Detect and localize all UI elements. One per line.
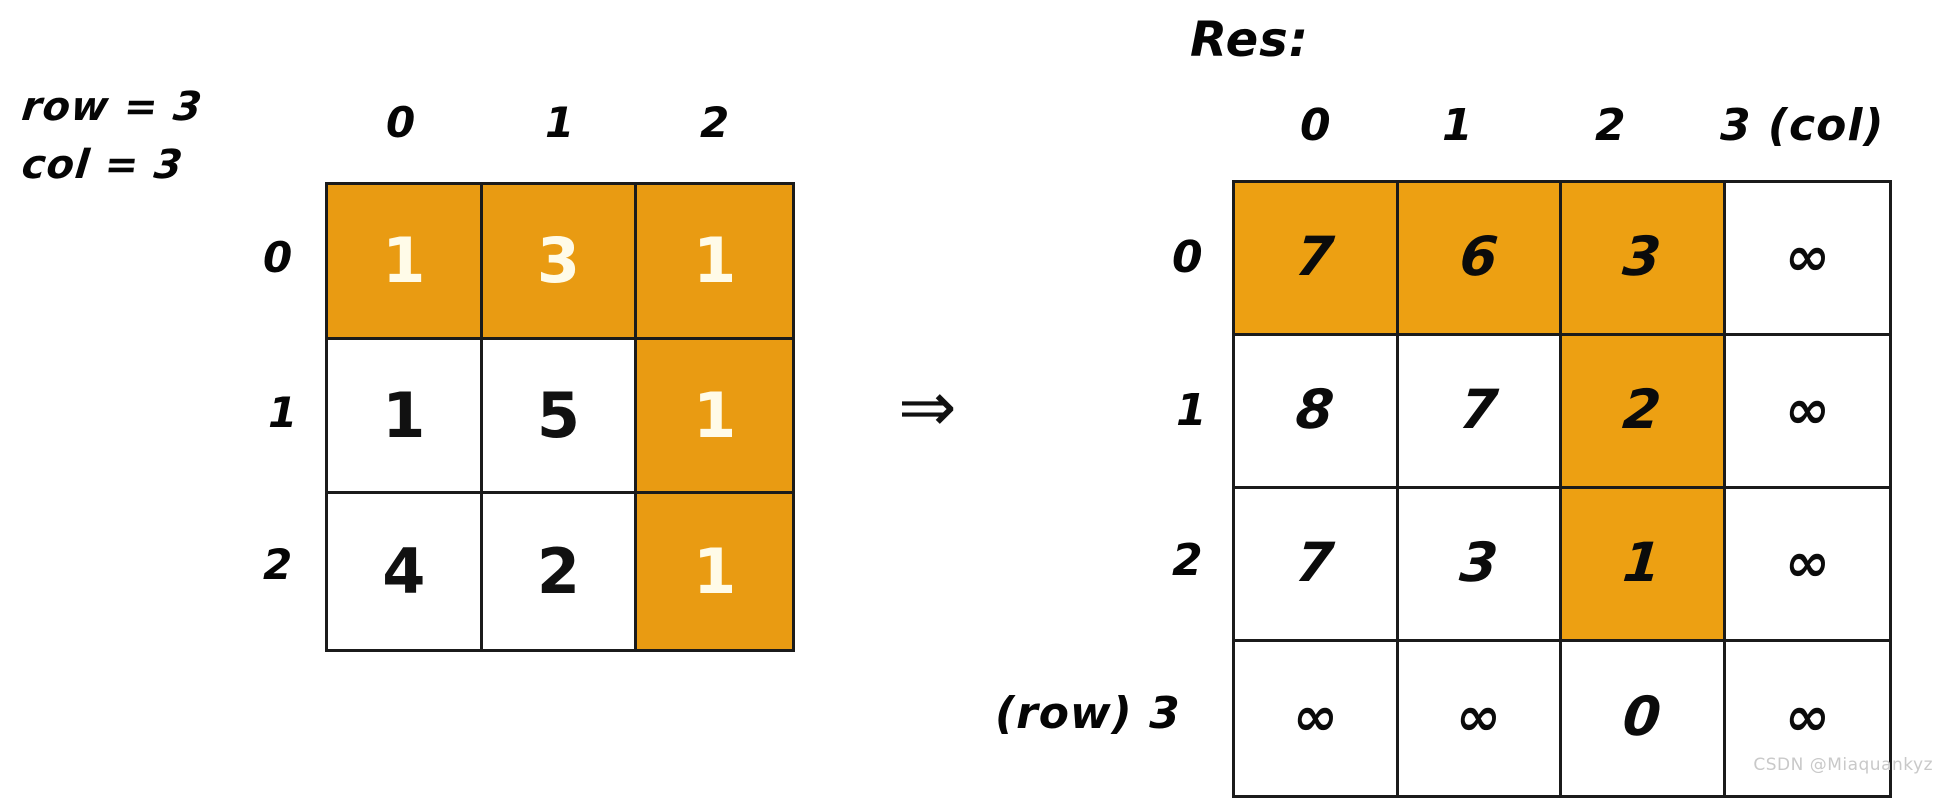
right-cell-r2-c0: 7 (1235, 489, 1399, 642)
left-cell-r1-c0: 1 (328, 339, 483, 495)
left-cell-r0-c2: 1 (637, 185, 792, 340)
row-param-text: row = 3 (19, 84, 205, 130)
cell-value: 1 (1620, 530, 1664, 594)
cell-value: 1 (382, 224, 426, 298)
right-cell-r0-c3: ∞ (1725, 183, 1889, 336)
right-cell-r2-c3: ∞ (1725, 489, 1889, 642)
right-col-header-1: 1 (1442, 100, 1474, 151)
right-row-header-3: (row) 3 (995, 688, 1181, 739)
left-cell-r1-c1: 5 (482, 339, 638, 495)
cell-value: 2 (536, 535, 581, 609)
right-cell-r0-c0: 7 (1235, 183, 1399, 336)
cell-value: 7 (1293, 224, 1337, 288)
cell-value: 2 (1620, 377, 1664, 441)
cell-value: 7 (1457, 377, 1501, 441)
right-row-header-1: 1 (1176, 385, 1208, 436)
cell-value: 8 (1293, 377, 1337, 441)
right-cell-r3-c3: ∞ (1725, 642, 1889, 795)
right-cell-r3-c1: ∞ (1398, 642, 1562, 795)
right-cell-r3-c2: 0 (1562, 642, 1726, 795)
cell-value: 4 (382, 535, 426, 609)
cell-value: ∞ (1782, 377, 1833, 441)
left-cell-r1-c2: 1 (637, 339, 792, 495)
cell-value: 3 (536, 224, 581, 298)
left-cell-r0-c0: 1 (328, 185, 483, 340)
col-param-text: col = 3 (19, 142, 186, 188)
right-cell-r2-c1: 3 (1398, 489, 1562, 642)
left-cell-r2-c0: 4 (328, 494, 483, 649)
left-cell-r0-c1: 3 (482, 185, 638, 340)
left-cell-r2-c2: 1 (637, 494, 792, 649)
left-col-header-2: 2 (700, 98, 731, 147)
right-cell-r1-c1: 7 (1398, 336, 1562, 489)
watermark: CSDN @Miaquankyz (1753, 755, 1933, 775)
cell-value: 0 (1620, 685, 1664, 748)
right-cell-r1-c0: 8 (1235, 336, 1399, 489)
res-title: Res: (1190, 12, 1309, 68)
right-cell-r2-c2: 1 (1562, 489, 1726, 642)
cell-value: ∞ (1453, 685, 1505, 748)
left-col-header-1: 1 (545, 98, 576, 147)
left-matrix-grid: 1 3 1 1 5 1 4 2 1 (325, 182, 795, 652)
right-cell-r0-c1: 6 (1398, 183, 1562, 336)
cell-value: 1 (693, 535, 737, 609)
right-cell-r0-c2: 3 (1562, 183, 1726, 336)
left-row-header-1: 1 (268, 388, 299, 437)
cell-value: 5 (536, 378, 581, 452)
right-row-header-2: 2 (1172, 535, 1204, 586)
implies-arrow-icon: ⇒ (898, 366, 957, 448)
left-col-header-0: 0 (386, 98, 417, 147)
cell-value: ∞ (1782, 530, 1833, 594)
cell-value: ∞ (1782, 685, 1833, 748)
right-col-header-3: 3 (col) (1720, 100, 1885, 151)
parameter-annotations: row = 3 col = 3 (19, 78, 205, 194)
right-col-header-0: 0 (1300, 100, 1332, 151)
cell-value: ∞ (1782, 224, 1833, 288)
right-cell-r3-c0: ∞ (1235, 642, 1399, 795)
left-row-header-2: 2 (263, 540, 294, 589)
left-cell-r2-c1: 2 (482, 494, 638, 649)
cell-value: ∞ (1290, 685, 1341, 748)
cell-value: 1 (693, 224, 737, 298)
right-cell-r1-c3: ∞ (1725, 336, 1889, 489)
right-cell-r1-c2: 2 (1562, 336, 1726, 489)
cell-value: 6 (1457, 224, 1501, 288)
cell-value: 3 (1620, 224, 1664, 288)
left-row-header-0: 0 (263, 233, 294, 282)
cell-value: 7 (1293, 530, 1337, 594)
right-row-header-0: 0 (1172, 232, 1204, 283)
cell-value: 1 (382, 378, 426, 452)
right-matrix-grid: 7 6 3 ∞ 8 7 2 ∞ 7 3 1 ∞ ∞ ∞ 0 ∞ (1232, 180, 1892, 798)
cell-value: 3 (1457, 530, 1501, 594)
cell-value: 1 (693, 378, 737, 452)
right-col-header-2: 2 (1595, 100, 1627, 151)
